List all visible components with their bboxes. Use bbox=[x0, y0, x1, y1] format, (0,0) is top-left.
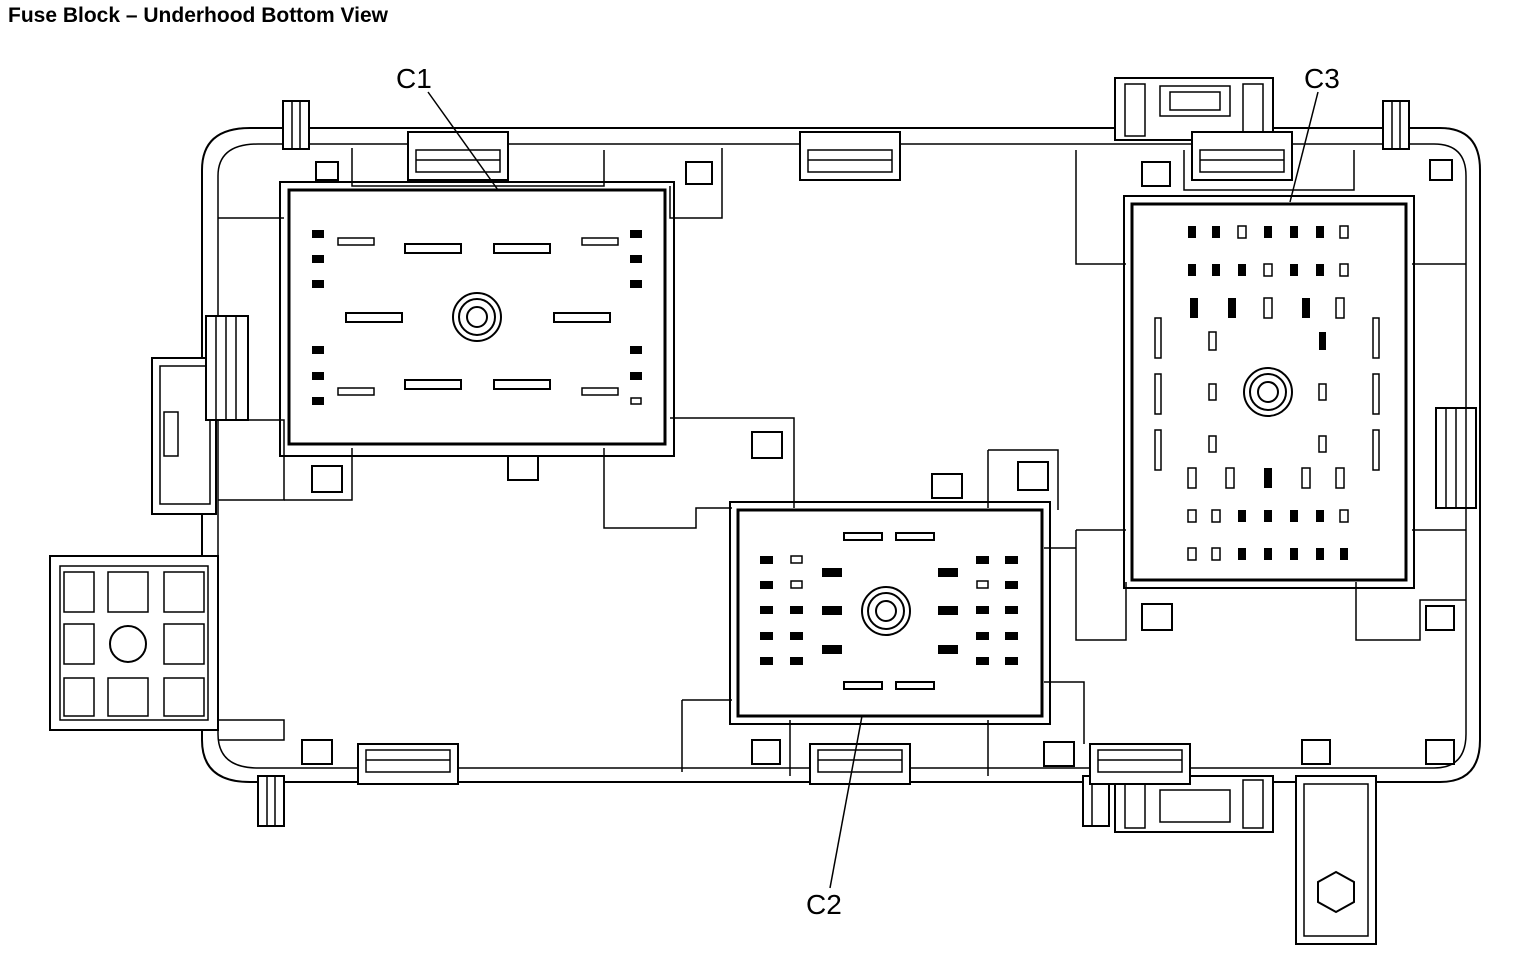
diagram-title: Fuse Block – Underhood Bottom View bbox=[8, 4, 388, 27]
connector-c3 bbox=[1123, 195, 1415, 589]
c3-terminal bbox=[1237, 225, 1247, 239]
c3-terminal bbox=[1372, 373, 1380, 415]
c3-terminal bbox=[1228, 298, 1236, 318]
c3-terminal bbox=[1316, 510, 1324, 522]
c3-terminal bbox=[1225, 467, 1235, 489]
leader-lines bbox=[427, 91, 1319, 889]
c3-terminal bbox=[1372, 317, 1380, 359]
top-clips bbox=[282, 77, 1410, 181]
internal-partitions bbox=[218, 148, 1466, 776]
c3-terminal bbox=[1211, 509, 1221, 523]
small-sockets bbox=[301, 159, 1455, 767]
connector-c2 bbox=[729, 501, 1051, 725]
c3-terminal bbox=[1264, 226, 1272, 238]
c3-terminal bbox=[1190, 298, 1198, 318]
c3-terminal bbox=[1264, 468, 1272, 488]
c3-terminal bbox=[1316, 226, 1324, 238]
c3-terminal bbox=[1263, 297, 1273, 319]
c3-terminal bbox=[1238, 264, 1246, 276]
left-mounting-grid bbox=[49, 555, 219, 731]
c2-terminals bbox=[760, 532, 1018, 690]
bottom-clips bbox=[257, 743, 1274, 833]
c3-terminal bbox=[1339, 509, 1349, 523]
c3-terminal bbox=[1238, 510, 1246, 522]
c1-terminals bbox=[312, 230, 642, 405]
c3-terminal bbox=[1318, 383, 1327, 401]
c3-terminal bbox=[1208, 435, 1217, 453]
c3-terminal bbox=[1154, 317, 1162, 359]
c3-terminal bbox=[1212, 226, 1220, 238]
label-c3: C3 bbox=[1304, 63, 1340, 94]
c3-terminal bbox=[1188, 264, 1196, 276]
c3-terminal bbox=[1302, 298, 1310, 318]
c3-terminal bbox=[1318, 435, 1327, 453]
c3-terminal bbox=[1187, 467, 1197, 489]
c3-terminal bbox=[1335, 297, 1345, 319]
bottom-right-mounting-tab bbox=[1295, 775, 1377, 945]
c3-terminal bbox=[1208, 383, 1217, 401]
c3-terminal bbox=[1290, 548, 1298, 560]
c3-terminal bbox=[1290, 510, 1298, 522]
c3-terminal bbox=[1264, 510, 1272, 522]
right-side-latch bbox=[1435, 407, 1477, 509]
c3-terminal bbox=[1335, 467, 1345, 489]
c3-terminal bbox=[1188, 226, 1196, 238]
c3-terminal bbox=[1319, 332, 1326, 350]
fuse-block-housing bbox=[201, 127, 1481, 783]
left-side-latches bbox=[151, 315, 249, 515]
c3-terminal bbox=[1316, 548, 1324, 560]
c3-terminal bbox=[1264, 548, 1272, 560]
c3-terminal bbox=[1316, 264, 1324, 276]
c3-terminal bbox=[1339, 225, 1349, 239]
c3-terminal bbox=[1340, 548, 1348, 560]
label-c2: C2 bbox=[806, 889, 842, 920]
c3-terminals bbox=[1154, 225, 1380, 561]
connector-c1 bbox=[279, 181, 675, 457]
c3-terminal bbox=[1339, 263, 1349, 277]
c3-terminal bbox=[1187, 509, 1197, 523]
c3-terminal bbox=[1263, 263, 1273, 277]
c3-terminal bbox=[1154, 373, 1162, 415]
c3-terminal bbox=[1212, 264, 1220, 276]
c3-terminal bbox=[1208, 331, 1217, 351]
c3-terminal bbox=[1238, 548, 1246, 560]
c3-terminal bbox=[1211, 547, 1221, 561]
label-c1: C1 bbox=[396, 63, 432, 94]
c3-terminal bbox=[1372, 429, 1380, 471]
c3-terminal bbox=[1301, 467, 1311, 489]
c3-terminal bbox=[1187, 547, 1197, 561]
c3-terminal bbox=[1290, 226, 1298, 238]
c3-terminal bbox=[1154, 429, 1162, 471]
c3-terminal bbox=[1290, 264, 1298, 276]
